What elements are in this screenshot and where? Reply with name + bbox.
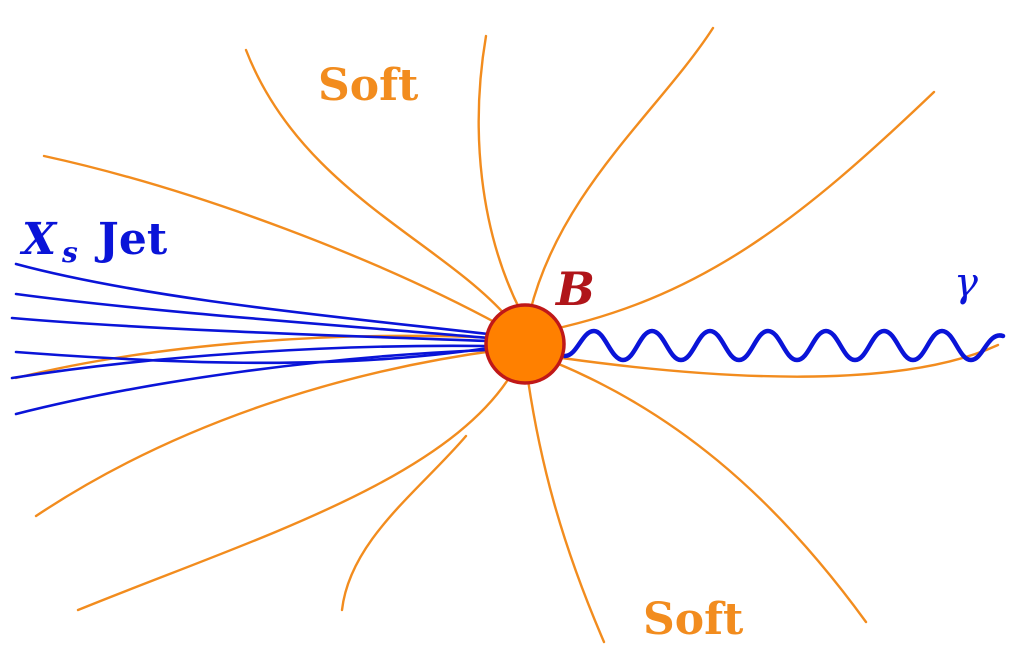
jet-line-3 bbox=[10, 316, 490, 343]
soft-line-bottom bbox=[526, 378, 606, 644]
b-meson-label: B bbox=[554, 262, 595, 316]
soft-line-left-1 bbox=[14, 334, 498, 380]
jet-line-2 bbox=[14, 292, 490, 340]
soft-radiation-lines bbox=[14, 26, 1000, 644]
jet-line-1 bbox=[14, 262, 490, 336]
jet-line-4 bbox=[14, 346, 490, 365]
soft-line-top-4 bbox=[538, 90, 936, 334]
xs-subscript: s bbox=[61, 236, 78, 269]
soft-line-lower-left-1 bbox=[76, 368, 516, 612]
photon-label: γ bbox=[954, 260, 978, 306]
soft-label-bottom: Soft bbox=[643, 594, 744, 645]
soft-line-top-2 bbox=[477, 34, 522, 312]
xs-jet-label: X s Jet bbox=[19, 214, 168, 269]
soft-line-top-1 bbox=[244, 48, 510, 320]
b-meson-circle bbox=[484, 303, 566, 385]
jet-line-5 bbox=[10, 344, 490, 380]
xs-jet-lines bbox=[10, 262, 490, 416]
photon-wavy-line bbox=[562, 328, 1006, 363]
jet-line-6 bbox=[14, 348, 490, 416]
soft-line-top-3 bbox=[528, 26, 715, 314]
soft-line-lower-right bbox=[552, 360, 868, 624]
jet-word: Jet bbox=[94, 214, 168, 265]
xs-symbol: X bbox=[19, 214, 58, 265]
soft-line-lower-left-2 bbox=[340, 434, 468, 612]
soft-label-top: Soft bbox=[318, 60, 419, 111]
soft-line-left-2 bbox=[34, 348, 502, 518]
soft-line-upper-left bbox=[42, 154, 502, 327]
soft-line-right bbox=[560, 343, 1000, 378]
